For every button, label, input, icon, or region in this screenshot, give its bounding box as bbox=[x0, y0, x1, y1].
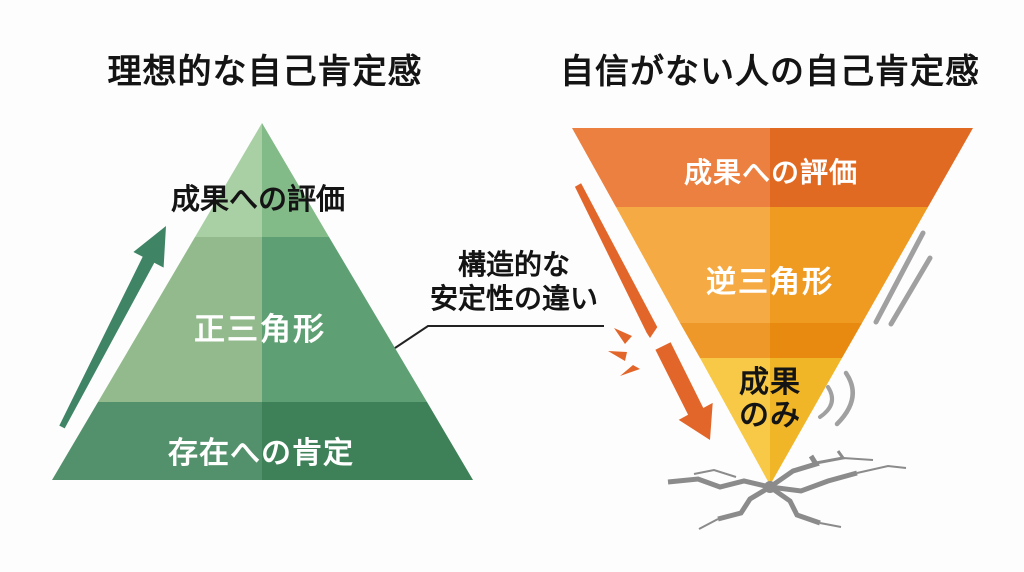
right-pyramid-tip-label-line1: 成果 bbox=[739, 365, 801, 400]
crack-arm-lower-left-thin bbox=[698, 518, 719, 530]
callout-text-line2: 安定性の違い bbox=[429, 282, 599, 315]
crack-arm-lower-left bbox=[717, 484, 772, 522]
crack-arm-lower-right-thin bbox=[819, 522, 842, 528]
fall-arrow-upper-segment bbox=[574, 183, 658, 338]
crack-arm-upper-right bbox=[768, 454, 820, 490]
left-pyramid-band2-left bbox=[98, 237, 262, 402]
left-pyramid-band3-right bbox=[262, 402, 473, 480]
left-pyramid-band1-left bbox=[195, 123, 262, 237]
crack-arm-left bbox=[667, 476, 771, 490]
right-pyramid-tip-label: 成果 のみ bbox=[739, 366, 801, 432]
growth-arrow-icon bbox=[59, 226, 166, 429]
crack-icon bbox=[667, 450, 907, 530]
impact-starburst-icon bbox=[608, 328, 640, 376]
starburst-ray-1 bbox=[614, 328, 632, 344]
left-pyramid-top-label: 成果への評価 bbox=[170, 182, 346, 216]
wobble-arc-1 bbox=[834, 370, 855, 427]
crack-arm-lower-right bbox=[768, 484, 821, 526]
crack-arm-upper-right-thin bbox=[842, 457, 874, 461]
right-pyramid-band2-left bbox=[616, 207, 770, 323]
wobble-lines-icon bbox=[818, 370, 855, 427]
right-pyramid-top-label: 成果への評価 bbox=[683, 156, 859, 189]
right-pyramid-tip-label-line2: のみ bbox=[739, 398, 801, 433]
left-pyramid-middle-label: 正三角形 bbox=[194, 312, 326, 348]
fall-arrow-icon bbox=[574, 183, 713, 440]
right-pyramid-middle-label: 逆三角形 bbox=[706, 265, 834, 300]
speed-lines-icon bbox=[873, 230, 933, 327]
callout-line bbox=[394, 325, 604, 349]
crack-arm-upper-right-branch bbox=[815, 450, 846, 465]
right-inverted-pyramid bbox=[572, 128, 973, 485]
starburst-ray-2 bbox=[608, 351, 627, 361]
crack-arm-right bbox=[769, 470, 858, 494]
fall-arrow-lower-segment bbox=[655, 342, 713, 440]
callout-text: 構造的な 安定性の違い bbox=[430, 248, 598, 316]
growth-arrow-shape bbox=[59, 226, 166, 429]
left-pyramid-band1-right bbox=[262, 123, 329, 237]
speed-line-1 bbox=[873, 230, 926, 325]
right-pyramid-band1-right bbox=[770, 128, 973, 207]
right-pyramid-title: 自信がない人の自己肯定感 bbox=[560, 52, 980, 92]
right-pyramid-band3-left bbox=[680, 323, 770, 358]
right-pyramid-band1-left bbox=[572, 128, 770, 207]
left-pyramid-band2-right bbox=[262, 237, 427, 402]
left-pyramid bbox=[52, 123, 473, 480]
left-pyramid-title: 理想的な自己肯定感 bbox=[107, 52, 423, 92]
crack-arm-right-thin bbox=[856, 464, 907, 474]
right-pyramid-tip-right bbox=[770, 358, 842, 485]
right-pyramid-band3-right bbox=[770, 323, 862, 358]
callout-text-line1: 構造的な bbox=[457, 248, 571, 281]
left-pyramid-band3-left bbox=[52, 402, 262, 480]
speed-line-2 bbox=[888, 255, 933, 327]
left-pyramid-bottom-label: 存在への肯定 bbox=[168, 436, 354, 471]
crack-arm-left-thin bbox=[693, 468, 737, 478]
starburst-ray-3 bbox=[620, 365, 640, 376]
right-pyramid-tip-left bbox=[700, 358, 770, 485]
wobble-arc-2 bbox=[818, 385, 835, 419]
right-pyramid-band2-right bbox=[770, 207, 928, 323]
